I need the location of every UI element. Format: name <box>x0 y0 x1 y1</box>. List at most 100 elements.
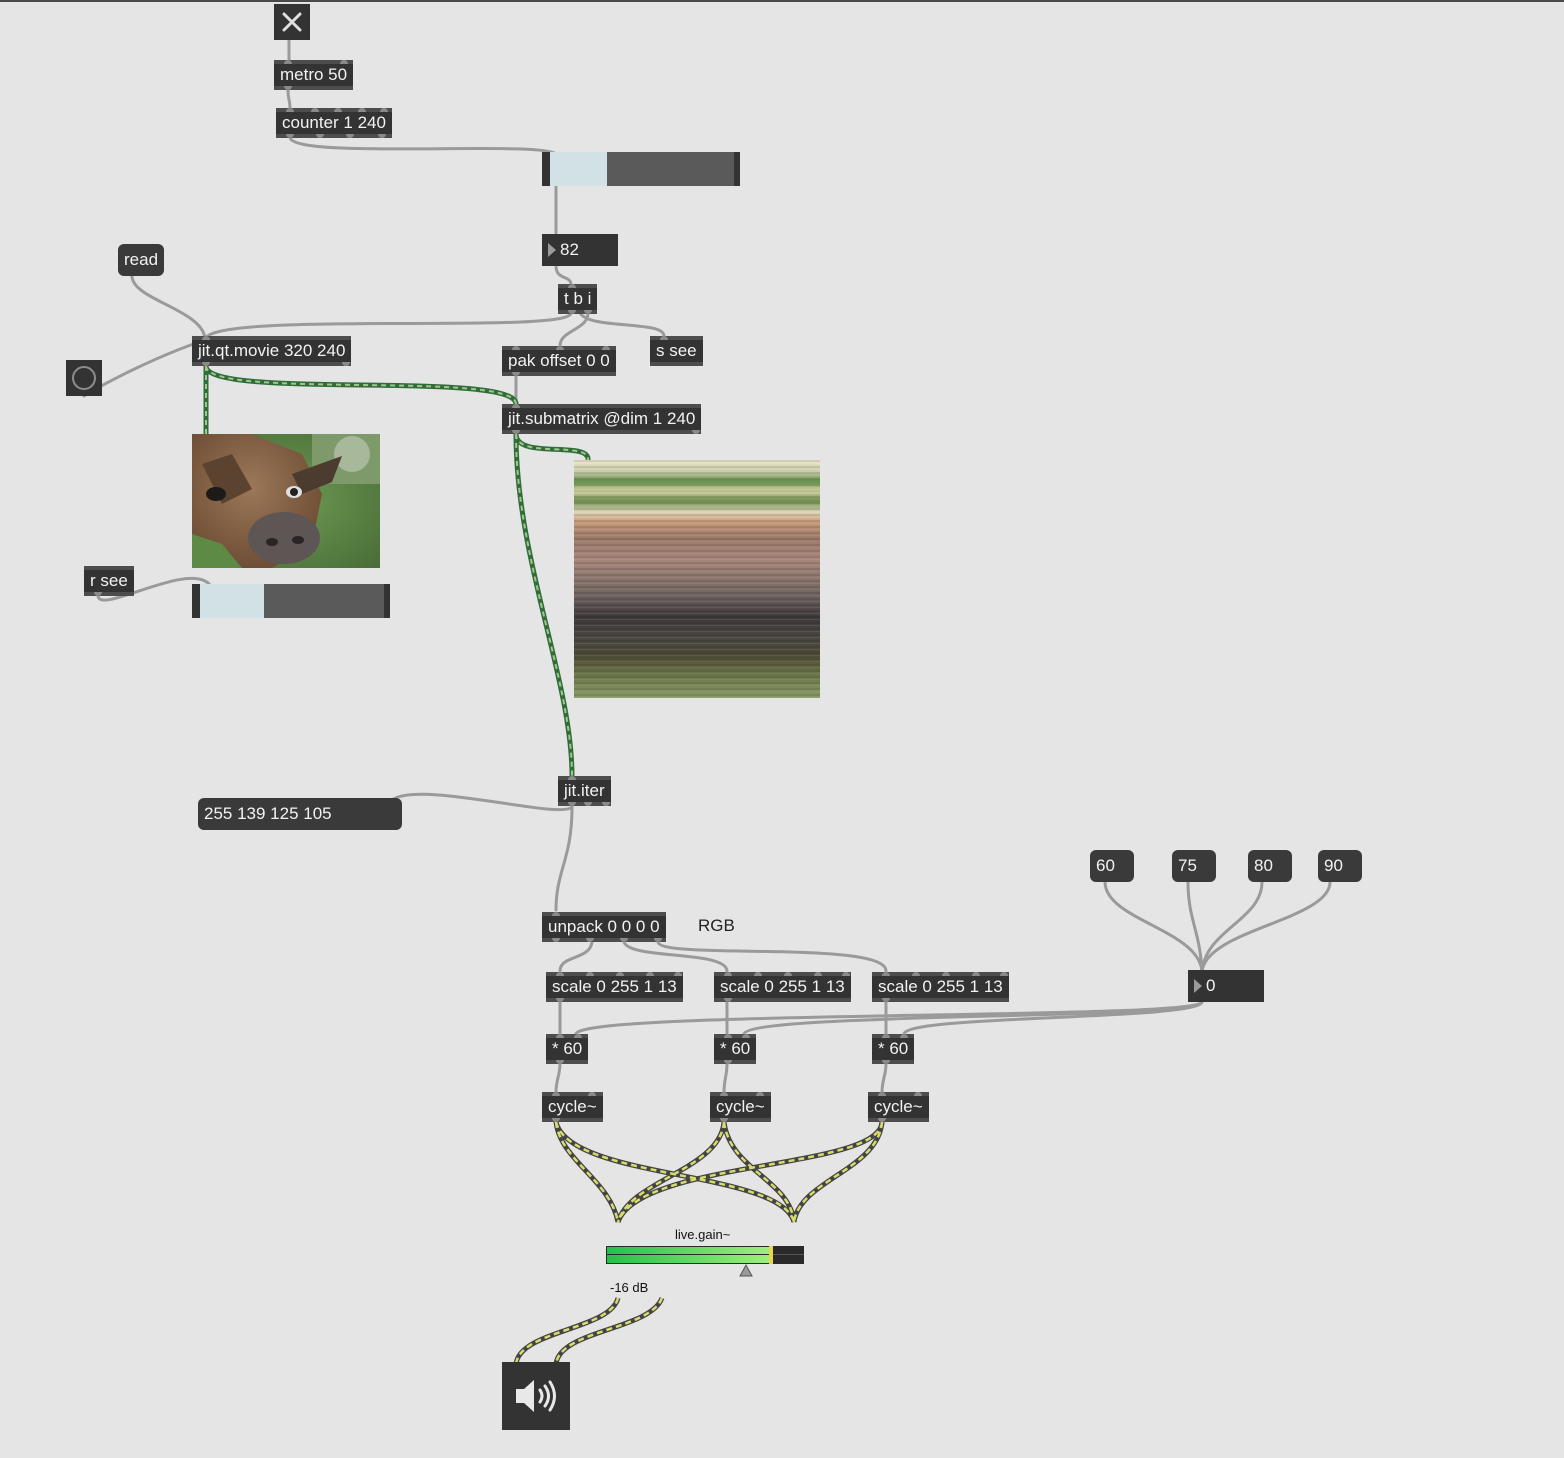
cord-base-mul1 <box>574 1000 1204 1036</box>
multiply-object-b[interactable]: * 60 <box>872 1034 915 1064</box>
signal-cord-c1-r <box>553 1121 797 1223</box>
multiply-b-label: * 60 <box>878 1039 909 1058</box>
receive-object[interactable]: r see <box>84 566 134 596</box>
scale-g-label: scale 0 255 1 13 <box>720 977 845 996</box>
jit-submatrix-label: jit.submatrix @dim 1 240 <box>508 409 696 428</box>
matrix-cord-submatrix-iter <box>513 433 575 777</box>
jit-submatrix-object[interactable]: jit.submatrix @dim 1 240 <box>502 404 702 434</box>
cord-base-mul3 <box>902 1000 1204 1036</box>
live-gain-slider[interactable] <box>606 1244 804 1278</box>
multiply-object-g[interactable]: * 60 <box>714 1034 757 1064</box>
cord-base-mul2 <box>742 1000 1204 1036</box>
cord-msg80-base <box>1200 880 1264 974</box>
message-80[interactable]: 80 <box>1248 850 1292 882</box>
jit-iter-label: jit.iter <box>564 781 605 800</box>
scale-r-label: scale 0 255 1 13 <box>552 977 677 996</box>
iter-list-message[interactable]: 255 139 125 105 <box>198 798 402 830</box>
message-75-label: 75 <box>1178 856 1197 875</box>
window-top-border <box>0 0 1564 2</box>
counter-label: counter 1 240 <box>282 113 386 132</box>
jit-iter-object[interactable]: jit.iter <box>558 776 611 806</box>
unpack-object[interactable]: unpack 0 0 0 0 <box>542 912 666 942</box>
signal-cord-c1-l <box>553 1121 621 1223</box>
signal-cord-gain-dac-l <box>513 1297 621 1365</box>
cord-unpack-scale1 <box>558 940 594 973</box>
pak-object[interactable]: pak offset 0 0 <box>502 346 616 376</box>
bang-button[interactable] <box>66 360 102 396</box>
multiply-g-label: * 60 <box>720 1039 751 1058</box>
signal-cord-c2-l <box>615 1121 727 1223</box>
live-gain-title: live.gain~ <box>675 1227 731 1242</box>
cord-iter-list <box>390 792 574 812</box>
send-object[interactable]: s see <box>650 336 703 366</box>
scale-object-r[interactable]: scale 0 255 1 13 <box>546 972 683 1002</box>
cord-unpack-scale2 <box>622 940 729 973</box>
gain-slider-triangle-icon <box>739 1263 753 1277</box>
counter-slider-fill <box>550 152 608 186</box>
cord-movie-button <box>82 338 207 398</box>
cycle-b-label: cycle~ <box>874 1097 923 1116</box>
color-stripes-image <box>574 460 820 698</box>
send-label: s see <box>656 341 697 360</box>
unpack-label: unpack 0 0 0 0 <box>548 917 660 936</box>
matrix-cord-movie-submatrix <box>203 364 519 406</box>
cord-mul3-cycle3 <box>880 1062 888 1094</box>
message-75[interactable]: 75 <box>1172 850 1216 882</box>
cord-unpack-scale3 <box>656 940 888 973</box>
base-frequency-value: 0 <box>1206 976 1216 995</box>
cord-iter-unpack <box>554 805 574 912</box>
cord-tbi-send <box>578 311 666 338</box>
message-60-label: 60 <box>1096 856 1115 875</box>
multiply-r-label: * 60 <box>552 1039 583 1058</box>
cord-read-movie <box>130 274 207 342</box>
submatrix-display <box>574 460 820 698</box>
signal-cord-c3-r <box>791 1121 885 1223</box>
signal-cord-gain-dac-r <box>553 1296 665 1365</box>
dac-speaker-button[interactable] <box>502 1362 570 1430</box>
metro-object[interactable]: metro 50 <box>274 60 354 90</box>
counter-number-box[interactable]: 82 <box>542 234 618 266</box>
base-frequency-number-box[interactable]: 0 <box>1188 970 1264 1002</box>
signal-cord-c3-l <box>615 1121 885 1224</box>
scale-object-b[interactable]: scale 0 255 1 13 <box>872 972 1009 1002</box>
counter-number-value: 82 <box>560 240 579 259</box>
goat-image <box>192 434 380 568</box>
iter-list-label: 255 139 125 105 <box>204 804 332 823</box>
message-60[interactable]: 60 <box>1090 850 1134 882</box>
signal-cord-c2-r <box>721 1121 797 1223</box>
trigger-label: t b i <box>564 289 592 308</box>
cord-mul2-cycle2 <box>722 1062 729 1094</box>
cord-mul1-cycle1 <box>554 1062 562 1094</box>
cycle-object-g[interactable]: cycle~ <box>710 1092 771 1122</box>
movie-display <box>192 434 380 568</box>
live-gain-value: -16 dB <box>610 1280 649 1295</box>
read-message-label: read <box>124 250 159 269</box>
cycle-object-r[interactable]: cycle~ <box>542 1092 603 1122</box>
cycle-object-b[interactable]: cycle~ <box>868 1092 929 1122</box>
scale-object-g[interactable]: scale 0 255 1 13 <box>714 972 851 1002</box>
message-90-label: 90 <box>1324 856 1343 875</box>
cord-msg60-base <box>1103 880 1204 974</box>
scale-b-label: scale 0 255 1 13 <box>878 977 1003 996</box>
pak-label: pak offset 0 0 <box>508 351 610 370</box>
metro-label: metro 50 <box>280 65 348 84</box>
jit-qt-movie-label: jit.qt.movie 320 240 <box>198 341 346 360</box>
close-x-icon <box>282 12 302 32</box>
jit-qt-movie-object[interactable]: jit.qt.movie 320 240 <box>192 336 352 366</box>
counter-slider[interactable] <box>542 152 740 186</box>
message-90[interactable]: 90 <box>1318 850 1362 882</box>
trigger-object[interactable]: t b i <box>558 284 598 314</box>
read-message[interactable]: read <box>118 244 165 276</box>
cord-msg90-base <box>1200 880 1332 974</box>
cycle-r-label: cycle~ <box>548 1097 597 1116</box>
message-80-label: 80 <box>1254 856 1273 875</box>
counter-object[interactable]: counter 1 240 <box>276 108 392 138</box>
rgb-comment: RGB <box>698 916 735 935</box>
cord-msg75-base <box>1186 880 1204 974</box>
speaker-icon <box>516 1380 556 1412</box>
toggle[interactable] <box>274 4 310 40</box>
multiply-object-r[interactable]: * 60 <box>546 1034 589 1064</box>
cord-number-tbi <box>554 264 573 286</box>
see-slider[interactable] <box>192 584 390 618</box>
